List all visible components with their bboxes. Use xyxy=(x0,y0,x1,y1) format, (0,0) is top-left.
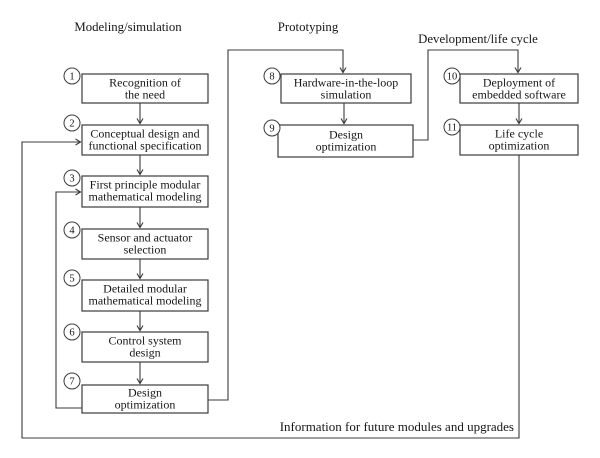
node-label-3-line1: First principle modular xyxy=(90,178,201,192)
node-label-9-line1: Design xyxy=(329,128,363,142)
phase-header-development: Development/life cycle xyxy=(418,32,538,46)
node-box-10 xyxy=(459,73,579,104)
node-label-6-line1: Control system xyxy=(108,334,182,348)
node-number-10: 10 xyxy=(447,72,458,83)
node-box-11 xyxy=(459,124,579,156)
node-label-5-line1: Detailed modular xyxy=(103,282,187,296)
labels: Modeling/simulation Prototyping Developm… xyxy=(69,20,565,434)
node-label-10-line2: embedded software xyxy=(472,88,566,102)
node-box-6 xyxy=(81,331,209,363)
node-number-1: 1 xyxy=(69,72,74,83)
node-badge-10 xyxy=(443,67,461,85)
node-label-1-line2: the need xyxy=(125,88,165,102)
node-number-5: 5 xyxy=(69,274,74,285)
node-label-4-line1: Sensor and actuator xyxy=(98,231,193,245)
node-number-9: 9 xyxy=(269,124,274,135)
node-badge-7 xyxy=(63,372,81,390)
node-label-10-line1: Deployment of xyxy=(483,76,555,90)
feedback-7-to-3 xyxy=(55,188,82,409)
node-badge-3 xyxy=(63,169,81,187)
node-badge-9 xyxy=(263,119,281,137)
node-box-3 xyxy=(81,175,209,208)
node-number-2: 2 xyxy=(69,119,74,130)
node-number-3: 3 xyxy=(69,174,74,185)
connector-7-to-8 xyxy=(208,49,347,401)
node-label-2-line1: Conceptual design and xyxy=(90,127,199,141)
node-box-2 xyxy=(81,124,209,156)
node-label-5-line2: mathematical modeling xyxy=(89,294,202,308)
node-badge-2 xyxy=(63,114,81,132)
feedback-11-to-2 xyxy=(21,138,520,439)
node-badge-11 xyxy=(443,118,461,136)
node-box-4 xyxy=(81,228,209,260)
node-label-4-line2: selection xyxy=(124,243,167,257)
node-shapes xyxy=(63,67,579,414)
feedback-loop-annotation: Information for future modules and upgra… xyxy=(280,419,514,434)
node-badge-5 xyxy=(63,269,81,287)
node-number-4: 4 xyxy=(69,226,75,237)
node-box-8 xyxy=(280,73,412,104)
node-box-1 xyxy=(81,73,209,104)
node-label-7-line1: Design xyxy=(128,386,162,400)
node-label-2-line2: functional specification xyxy=(89,139,202,153)
node-badge-4 xyxy=(63,221,81,239)
connector-9-to-10 xyxy=(413,49,522,141)
node-label-11-line2: optimization xyxy=(489,139,550,153)
node-label-11-line1: Life cycle xyxy=(495,127,543,141)
node-number-8: 8 xyxy=(269,72,274,83)
node-number-7: 7 xyxy=(69,377,74,388)
node-badge-8 xyxy=(263,67,281,85)
node-label-6-line2: design xyxy=(129,346,160,360)
node-number-11: 11 xyxy=(447,123,457,134)
node-label-3-line2: mathematical modeling xyxy=(89,190,202,204)
node-badge-1 xyxy=(63,67,81,85)
node-label-1-line1: Recognition of xyxy=(109,76,181,90)
node-label-9-line2: optimization xyxy=(316,140,377,154)
node-badge-6 xyxy=(63,323,81,341)
node-box-9 xyxy=(277,124,414,158)
node-label-7-line2: optimization xyxy=(115,398,176,412)
node-number-6: 6 xyxy=(69,328,74,339)
phase-header-prototyping: Prototyping xyxy=(278,20,339,34)
node-box-7 xyxy=(81,384,209,414)
node-box-5 xyxy=(81,279,209,312)
connectors xyxy=(21,49,523,439)
phase-header-modeling: Modeling/simulation xyxy=(74,20,182,34)
node-label-8-line1: Hardware-in-the-loop xyxy=(294,76,399,90)
node-label-8-line2: simulation xyxy=(321,88,372,102)
